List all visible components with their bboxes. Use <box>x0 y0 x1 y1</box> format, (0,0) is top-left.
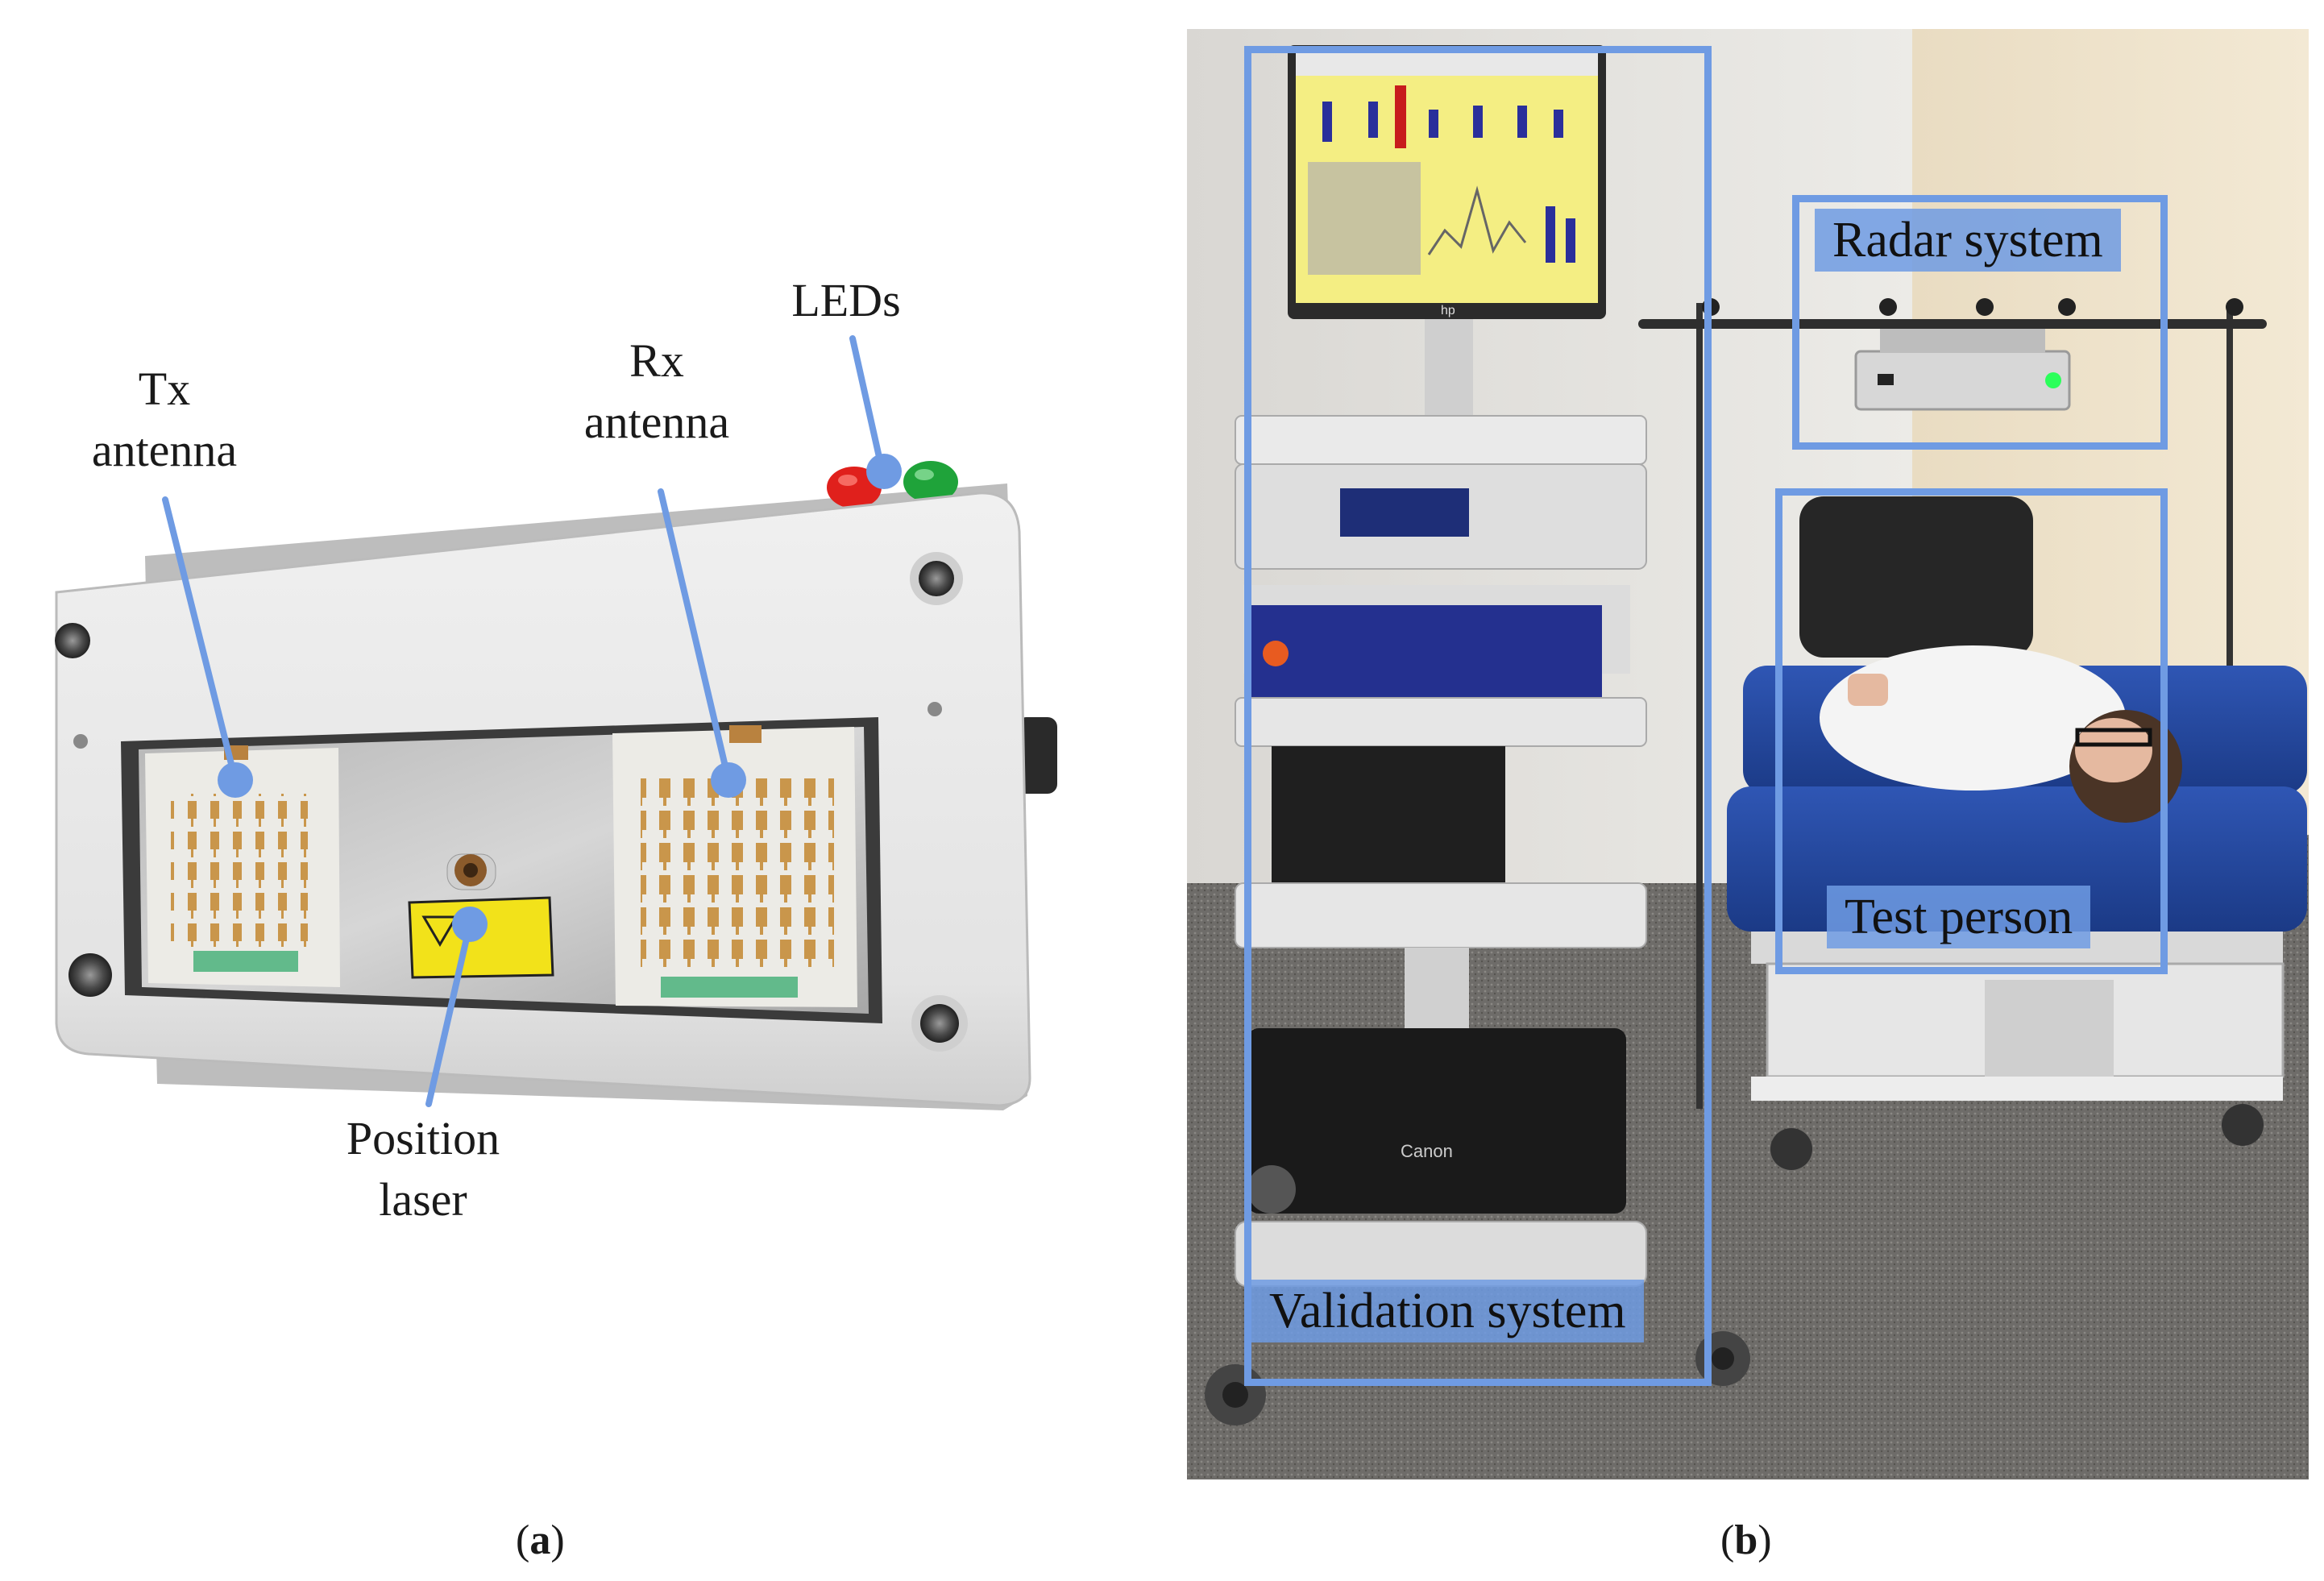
panel-b-measurement-setup-photo: hp Canon <box>1187 29 2309 1479</box>
validation-system-label: Validation system <box>1251 1280 1644 1342</box>
rx-antenna-label: Rx antenna <box>583 334 730 448</box>
test-person-label: Test person <box>1827 886 2091 948</box>
rx-antenna-marker <box>711 762 746 798</box>
setup-scene-illustration: hp Canon <box>1187 29 2309 1479</box>
radar-device-illustration <box>55 335 1057 1110</box>
radar-device <box>1702 298 2243 411</box>
test-person-box <box>1775 488 2168 974</box>
monitor-brand: hp <box>1441 304 1455 317</box>
validation-cart: hp Canon <box>1205 45 1750 1425</box>
panel-a-radar-front-photo: Tx antenna Rx antenna LEDs Position lase… <box>0 0 1144 1563</box>
test-person <box>1820 645 2182 823</box>
connector-icon <box>1017 717 1057 794</box>
leds <box>827 461 958 508</box>
tx-antenna-label: Tx antenna <box>91 363 238 476</box>
caption-b: (b) <box>1720 1517 1772 1563</box>
leds-label: LEDs <box>791 274 901 326</box>
validation-system-box <box>1244 46 1712 1386</box>
radar-system-box <box>1792 195 2168 450</box>
caption-a: (a) <box>516 1517 565 1563</box>
tx-antenna-pcb <box>145 745 340 987</box>
position-laser-label: Position laser <box>346 1112 500 1226</box>
radar-system-label: Radar system <box>1815 209 2121 272</box>
screw-icon <box>55 552 968 1052</box>
printer-brand: Canon <box>1401 1141 1453 1161</box>
laser-marker <box>452 907 488 942</box>
leds-marker <box>866 454 902 489</box>
callout-lines <box>162 335 886 1107</box>
tx-antenna-marker <box>218 762 253 798</box>
rx-antenna-pcb <box>612 725 857 1007</box>
